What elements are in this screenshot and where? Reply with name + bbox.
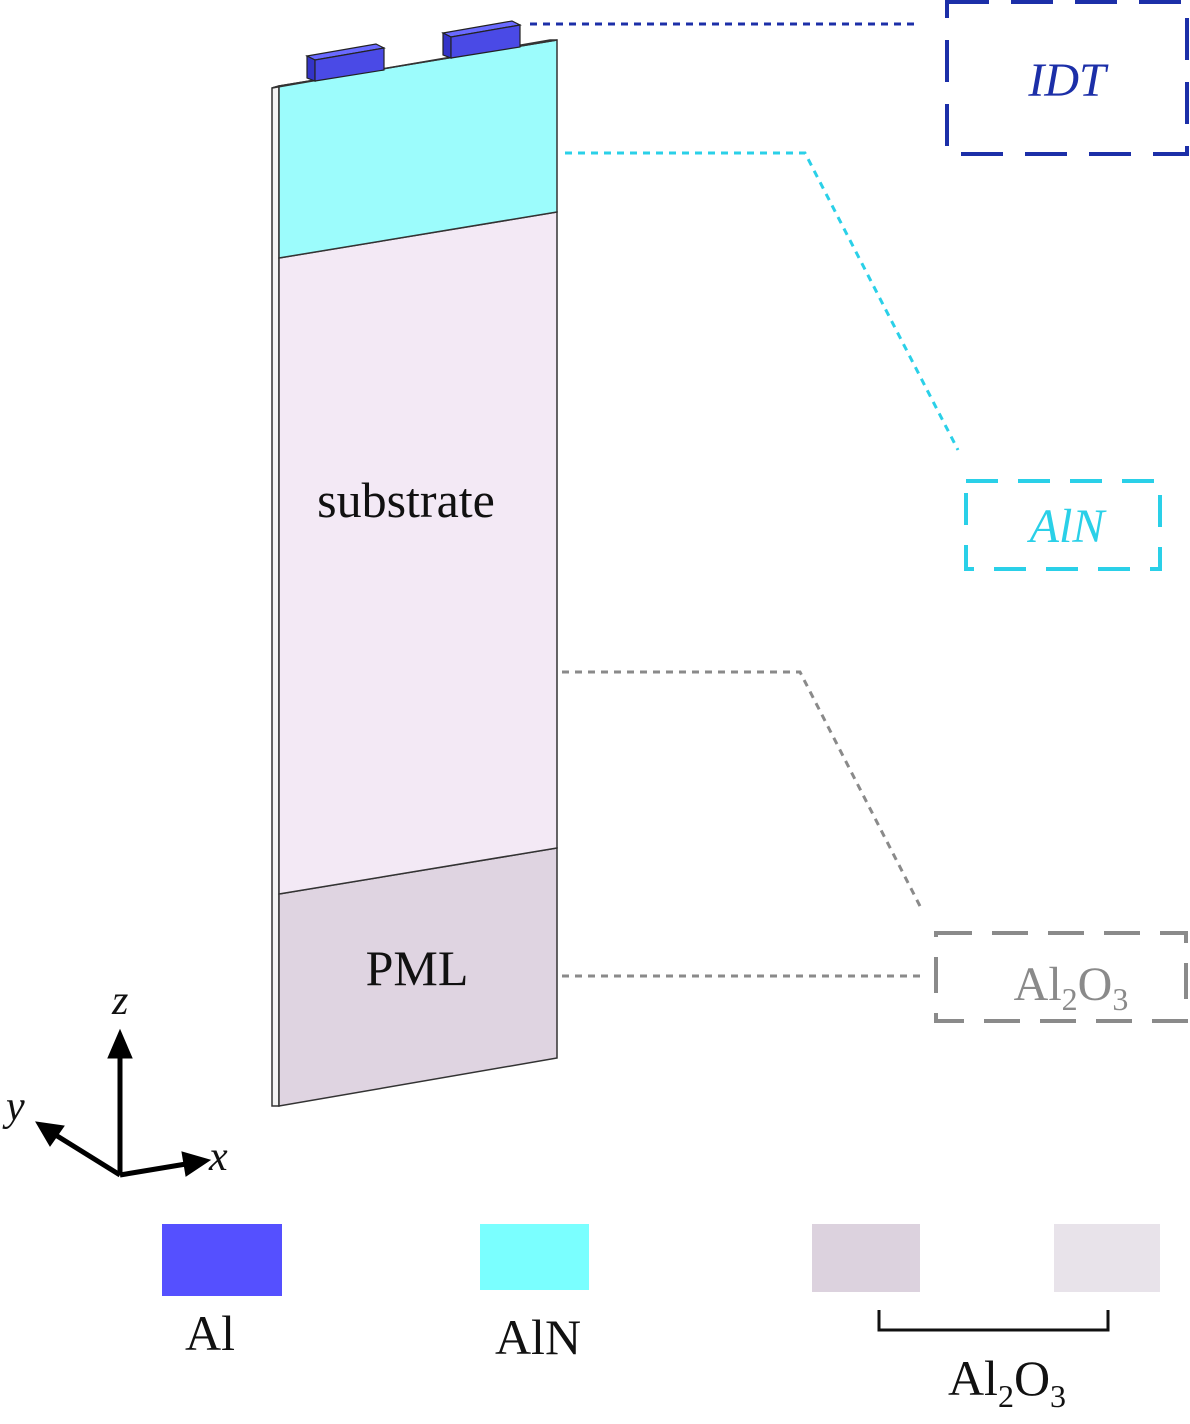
- model-side-edge: [271, 85, 280, 1107]
- legend-al2o3-bracket: [877, 1310, 1110, 1332]
- legend-swatch-al: [162, 1224, 282, 1296]
- z-axis-label: z: [111, 978, 128, 1024]
- aln-callout-label: AlN: [1027, 500, 1108, 553]
- al2o3-callout-label: Al2O3: [1014, 958, 1129, 1017]
- y-axis-label: y: [2, 1084, 25, 1130]
- legend-label-aln: AlN: [495, 1309, 581, 1365]
- al2o3-leader-line-upper: [562, 670, 924, 911]
- pml-label: PML: [366, 940, 469, 996]
- x-axis-label: x: [208, 1134, 228, 1180]
- legend-swatch-aln: [480, 1224, 589, 1290]
- idt-electrode-left: [305, 43, 386, 82]
- al2o3-callout-box: [934, 931, 1188, 1023]
- legend-swatch-al2o3-dark: [812, 1224, 920, 1292]
- legend-label-al: Al: [185, 1305, 235, 1361]
- legend-swatch-al2o3-light: [1054, 1224, 1160, 1292]
- idt-callout-box: [945, 0, 1189, 156]
- aln-leader-line: [565, 151, 960, 451]
- x-axis-arrow: [119, 1161, 187, 1178]
- coordinate-axes: [35, 1028, 212, 1178]
- y-axis-arrow: [52, 1131, 122, 1178]
- idt-callout-label: IDT: [1027, 54, 1109, 107]
- substrate-label: substrate: [317, 472, 495, 528]
- x-axis-arrowhead: [181, 1151, 212, 1177]
- legend-label-al2o3: Al2O3: [948, 1350, 1066, 1414]
- substrate-region: [278, 211, 558, 895]
- idt-electrode-right: [441, 20, 522, 59]
- aln-callout-box: [964, 479, 1162, 571]
- y-axis-arrowhead: [35, 1121, 65, 1147]
- z-axis-arrowhead: [107, 1028, 133, 1059]
